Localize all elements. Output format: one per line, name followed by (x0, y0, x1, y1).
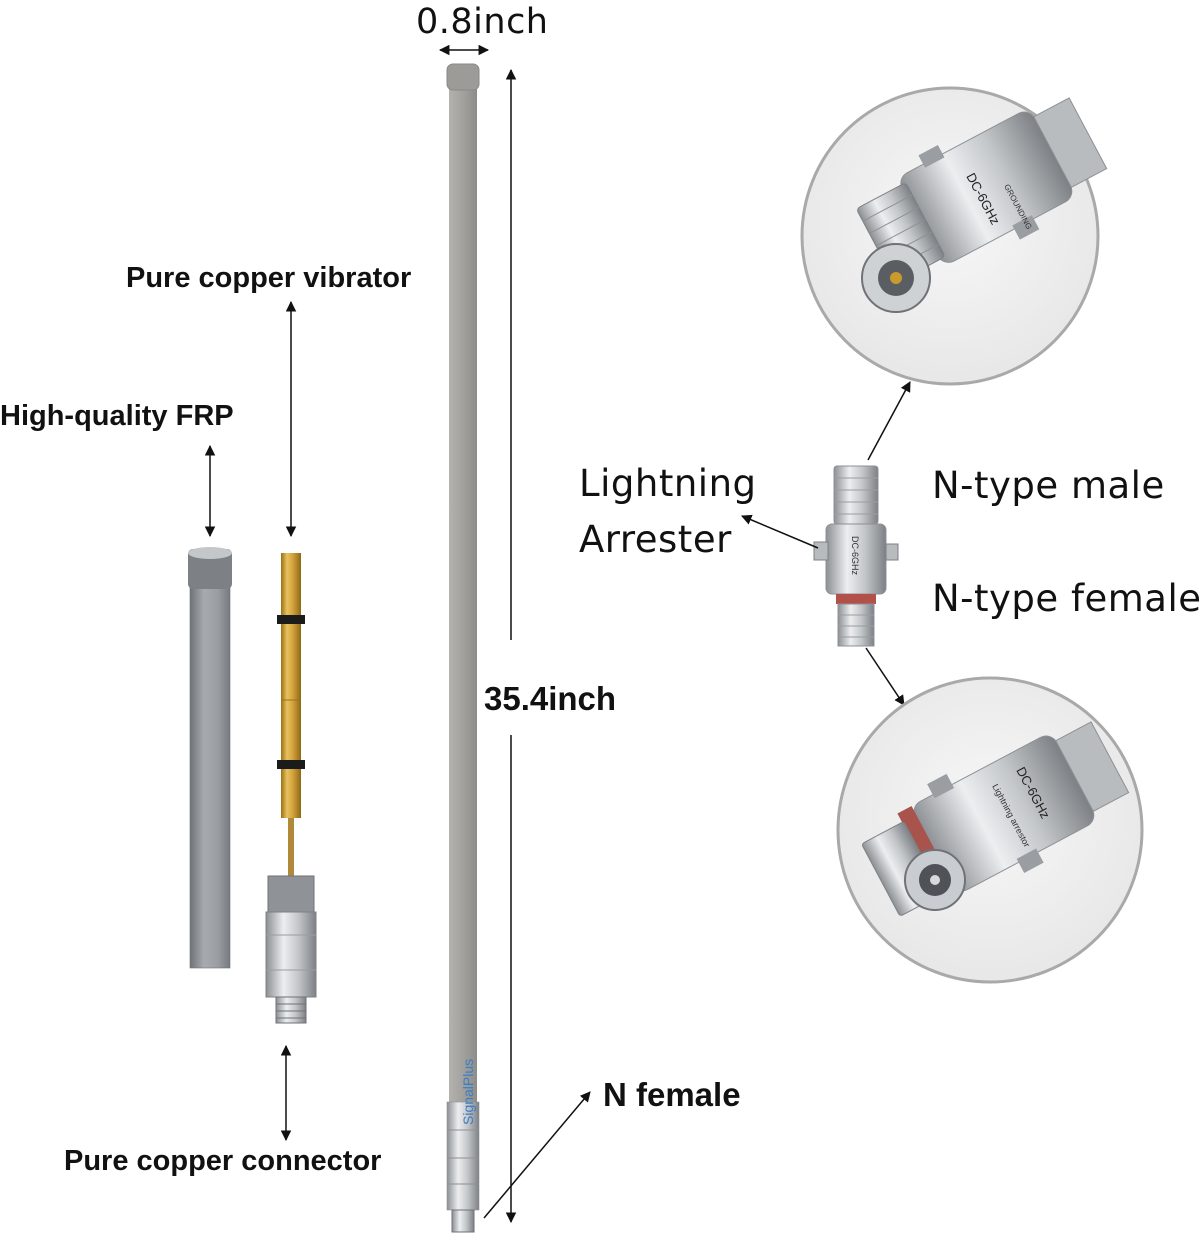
n-female-arrow (483, 1091, 591, 1219)
length-label: 35.4inch (484, 680, 617, 717)
male-zoom-arrow (867, 381, 911, 461)
frp-tube-body (189, 552, 231, 969)
antenna-top-cap (446, 63, 480, 91)
arrester-label-arrow (741, 514, 819, 549)
frp-label: High-quality FRP (0, 400, 234, 432)
arrester-label-line2: Arrester (579, 518, 732, 561)
n-type-male-label: N-type male (932, 464, 1165, 507)
zoom-circle-n-male (800, 86, 1108, 386)
vibrator-feed-pin (288, 818, 294, 878)
width-label: 0.8inch (416, 2, 549, 42)
n-type-female-label: N-type female (932, 577, 1200, 620)
arrester-label-line1: Lightning (579, 462, 757, 505)
arrester-spec-text: DC-6GHz (850, 536, 860, 576)
copper-vibrator (277, 553, 305, 878)
frp-tube (188, 547, 232, 969)
copper-connector (265, 875, 317, 1024)
antenna-n-female-port (451, 1209, 475, 1233)
antenna-fiberglass-body (449, 72, 477, 1102)
vibrator-rod (281, 553, 301, 818)
zoom-circle-n-female (836, 676, 1144, 984)
vibrator-label: Pure copper vibrator (126, 262, 412, 294)
main-antenna (446, 63, 480, 1233)
connector-label: Pure copper connector (64, 1145, 382, 1177)
lightning-arrester (813, 465, 899, 647)
antenna-brand-text: SignalPlus (460, 1059, 476, 1125)
n-female-label: N female (603, 1076, 741, 1113)
frp-tube-cap (188, 549, 232, 589)
female-zoom-arrow (865, 647, 905, 706)
